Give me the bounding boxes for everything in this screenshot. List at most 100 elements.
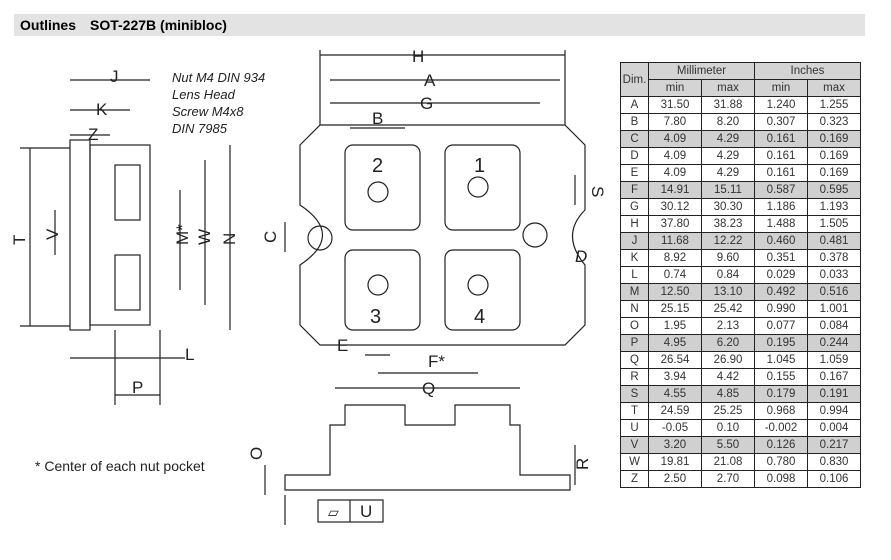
cell-mm-min: 14.91 <box>648 181 702 199</box>
dim-label-A: A <box>424 71 436 90</box>
pin-1: 1 <box>474 155 485 177</box>
cell-in-min: 1.240 <box>754 96 808 114</box>
cell-mm-max: 6.20 <box>701 334 755 352</box>
cell-dim: R <box>620 368 649 386</box>
cell-dim: K <box>620 249 649 267</box>
side-view <box>20 79 231 405</box>
dim-label-H: H <box>412 47 424 66</box>
cell-mm-min: 4.09 <box>648 130 702 148</box>
dim-label-R: R <box>573 458 592 470</box>
nut-note: DIN 7985 <box>172 121 228 136</box>
dim-label-O: O <box>247 447 266 460</box>
cell-dim: C <box>620 130 649 148</box>
cell-in-min: 0.098 <box>754 470 808 488</box>
cell-in-min: 0.307 <box>754 113 808 131</box>
cell-in-min: 0.029 <box>754 266 808 284</box>
cell-in-min: 0.161 <box>754 147 808 165</box>
cell-in-max: 1.001 <box>807 300 861 318</box>
cell-in-max: 0.169 <box>807 164 861 182</box>
cell-in-min: 0.460 <box>754 232 808 250</box>
cell-in-max: 1.059 <box>807 351 861 369</box>
cell-mm-min: 8.92 <box>648 249 702 267</box>
cell-in-min: 1.045 <box>754 351 808 369</box>
cell-dim: B <box>620 113 649 131</box>
dim-label-G: G <box>420 94 433 113</box>
package-name: SOT-227B (minibloc) <box>90 17 227 33</box>
cell-mm-max: 13.10 <box>701 283 755 301</box>
cell-in-max: 0.191 <box>807 385 861 403</box>
cell-mm-max: 2.70 <box>701 470 755 488</box>
package-outline-drawing: J K Z T V M* W N L P Nut M4 DIN 934 Lens… <box>10 47 607 525</box>
dim-label-Q: Q <box>422 379 435 398</box>
cell-dim: F <box>620 181 649 199</box>
cell-mm-min: 4.09 <box>648 164 702 182</box>
cell-mm-min: 31.50 <box>648 96 702 114</box>
cell-mm-max: 12.22 <box>701 232 755 250</box>
cell-in-max: 0.167 <box>807 368 861 386</box>
cell-mm-max: 0.84 <box>701 266 755 284</box>
cell-mm-max: 25.42 <box>701 300 755 318</box>
cell-in-min: 0.492 <box>754 283 808 301</box>
millimeter-header: Millimeter <box>648 62 755 80</box>
cell-mm-max: 4.42 <box>701 368 755 386</box>
cell-mm-min: 12.50 <box>648 283 702 301</box>
max-header: max <box>701 79 755 97</box>
cell-dim: V <box>620 436 649 454</box>
cell-in-max: 1.255 <box>807 96 861 114</box>
cell-dim: M <box>620 283 649 301</box>
cell-in-min: 0.351 <box>754 249 808 267</box>
cell-dim: U <box>620 419 649 437</box>
cell-in-max: 0.378 <box>807 249 861 267</box>
cell-in-min: 0.587 <box>754 181 808 199</box>
cell-in-max: 0.830 <box>807 453 861 471</box>
cell-in-min: 0.990 <box>754 300 808 318</box>
dim-label-S: S <box>588 186 607 197</box>
cell-in-max: 0.217 <box>807 436 861 454</box>
cell-in-max: 0.516 <box>807 283 861 301</box>
cell-dim: L <box>620 266 649 284</box>
cell-mm-min: 7.80 <box>648 113 702 131</box>
cell-dim: G <box>620 198 649 216</box>
cell-in-max: 0.244 <box>807 334 861 352</box>
cell-in-min: -0.002 <box>754 419 808 437</box>
cell-dim: O <box>620 317 649 335</box>
cell-in-min: 0.077 <box>754 317 808 335</box>
cell-dim: S <box>620 385 649 403</box>
footnote: * Center of each nut pocket <box>35 458 205 474</box>
dim-label-N: N <box>220 233 239 245</box>
cell-dim: P <box>620 334 649 352</box>
cell-mm-max: 9.60 <box>701 249 755 267</box>
cell-dim: E <box>620 164 649 182</box>
cell-in-max: 1.505 <box>807 215 861 233</box>
cell-mm-max: 0.10 <box>701 419 755 437</box>
cell-in-max: 1.193 <box>807 198 861 216</box>
cell-in-max: 0.004 <box>807 419 861 437</box>
cell-mm-max: 30.30 <box>701 198 755 216</box>
cell-mm-max: 15.11 <box>701 181 755 199</box>
cell-dim: N <box>620 300 649 318</box>
cell-in-max: 0.595 <box>807 181 861 199</box>
dim-label-V: V <box>43 228 62 240</box>
top-view <box>284 50 586 374</box>
flatness-icon: ▱ <box>328 504 339 520</box>
cell-in-min: 0.126 <box>754 436 808 454</box>
cell-in-min: 0.155 <box>754 368 808 386</box>
cell-mm-min: 2.50 <box>648 470 702 488</box>
dim-label-D: D <box>575 247 587 266</box>
cell-in-min: 1.488 <box>754 215 808 233</box>
cell-mm-min: -0.05 <box>648 419 702 437</box>
